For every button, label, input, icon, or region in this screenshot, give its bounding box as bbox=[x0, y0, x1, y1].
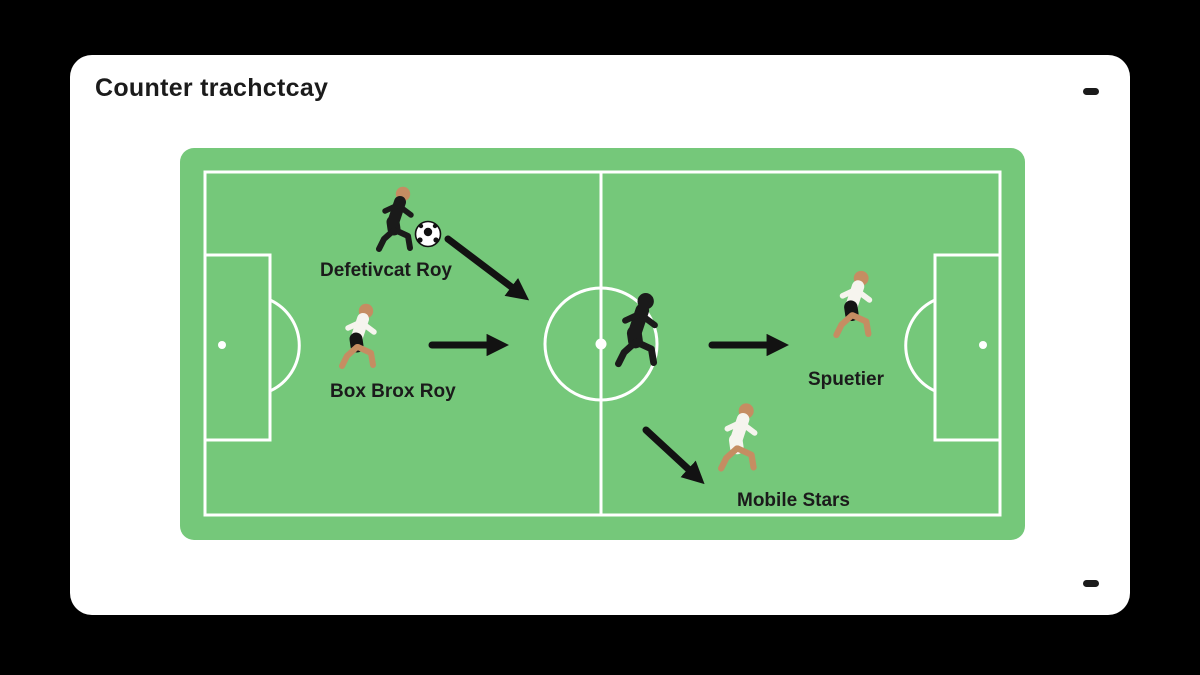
center-circle bbox=[543, 286, 659, 402]
center-spot bbox=[595, 338, 607, 350]
movement-arrows bbox=[428, 235, 789, 485]
soccer-pitch bbox=[180, 148, 1025, 540]
soccer-ball-icon bbox=[414, 220, 442, 248]
player-label-bottom: Mobile Stars bbox=[737, 490, 850, 511]
right-penalty-spot bbox=[979, 341, 987, 349]
right-penalty-arc bbox=[904, 298, 936, 393]
left-penalty-spot bbox=[218, 341, 226, 349]
left-penalty-box bbox=[203, 253, 272, 442]
player-label-top-left: Defetivcat Roy bbox=[320, 260, 452, 281]
right-penalty-box bbox=[933, 253, 1002, 442]
player-label-mid-left: Box Brox Roy bbox=[330, 381, 456, 402]
arrow-icon bbox=[642, 426, 705, 485]
page-title: Counter trachctcay bbox=[95, 74, 329, 102]
dash-mark-bottom-icon bbox=[1083, 580, 1099, 587]
dash-mark-top-icon bbox=[1083, 88, 1099, 95]
left-penalty-arc bbox=[269, 298, 301, 393]
arrow-icon bbox=[444, 235, 530, 301]
player-label-right: Spuetier bbox=[808, 369, 885, 390]
